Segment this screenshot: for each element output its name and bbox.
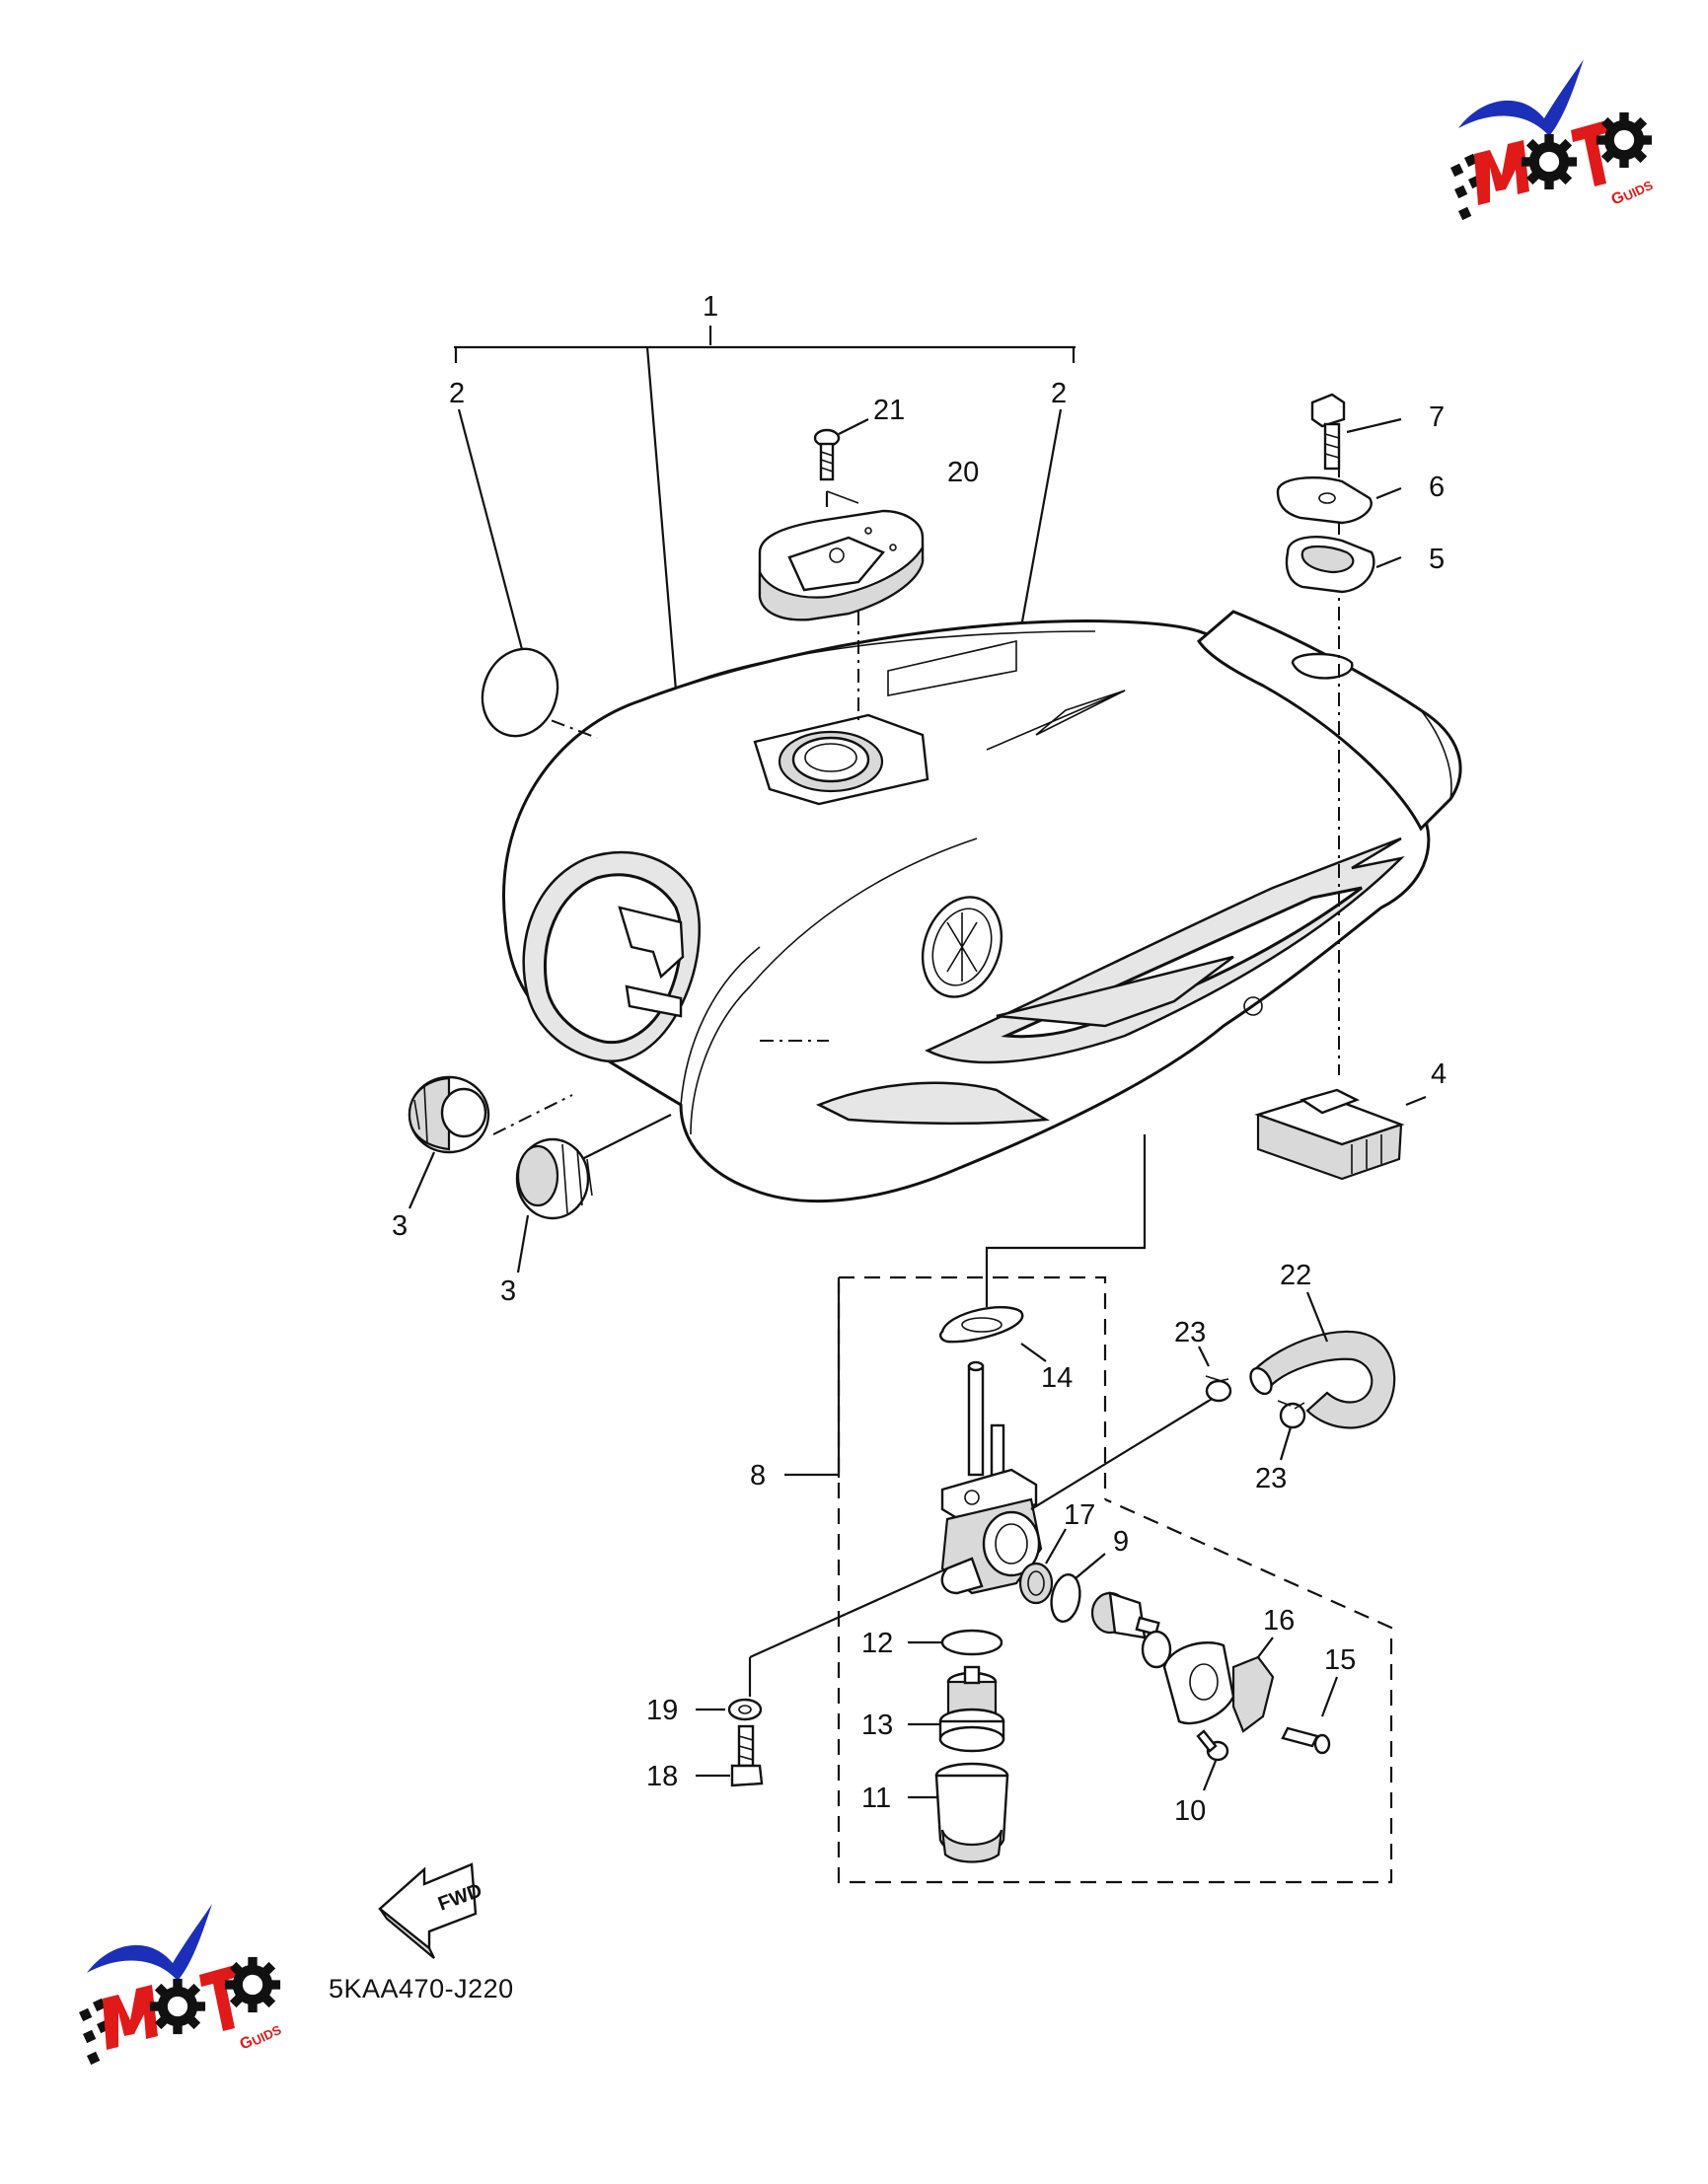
callout-16: 16 <box>1263 1605 1295 1637</box>
part-4-damper <box>1254 1088 1427 1181</box>
callout-20: 20 <box>947 457 979 488</box>
part-15-screw <box>1281 1676 1339 1755</box>
fuel-cock-box <box>784 1275 1393 1884</box>
callout-19: 19 <box>646 1695 678 1726</box>
part-11-bowl <box>908 1762 1009 1863</box>
part-17-seal <box>1018 1528 1067 1605</box>
callout-15: 15 <box>1324 1644 1356 1676</box>
callout-1: 1 <box>703 291 718 323</box>
part-3-nut-b <box>515 1137 593 1220</box>
moto-guids-logo-top <box>1450 59 1656 220</box>
part-9-o-ring <box>1050 1553 1106 1623</box>
callout-22: 22 <box>1280 1260 1311 1291</box>
part-12-o-ring <box>908 1629 1003 1656</box>
moto-guids-logo-bottom <box>79 1904 284 2065</box>
part-23-clamp-a <box>1198 1346 1232 1403</box>
callout-23-top: 23 <box>1174 1317 1206 1348</box>
tank-emblem <box>921 896 1003 998</box>
callout-10: 10 <box>1174 1795 1206 1827</box>
part-7-bolt <box>1310 393 1402 471</box>
callout-21: 21 <box>873 395 905 426</box>
callout-17: 17 <box>1064 1499 1095 1531</box>
part-3-nut-a <box>408 1075 490 1154</box>
part-13-filter <box>908 1665 1005 1753</box>
callout-9: 9 <box>1113 1526 1129 1558</box>
valve-shaft <box>1090 1591 1172 1669</box>
part-19-washer <box>696 1698 763 1721</box>
callout-7: 7 <box>1429 401 1445 433</box>
callout-8: 8 <box>750 1460 766 1492</box>
part-2-emblem-disc <box>481 647 559 738</box>
fwd-arrow-icon: FWD <box>378 1862 485 1959</box>
callout-18: 18 <box>646 1761 678 1792</box>
callout-23-bottom: 23 <box>1255 1463 1287 1494</box>
part-16-lever <box>1162 1637 1275 1733</box>
part-6-plate <box>1276 475 1402 525</box>
callout-14: 14 <box>1041 1362 1073 1394</box>
callout-4: 4 <box>1431 1058 1447 1090</box>
callout-2-right: 2 <box>1051 378 1067 409</box>
part-8-fuel-cock <box>940 1360 1043 1595</box>
callout-11: 11 <box>861 1783 891 1814</box>
part-10-screw <box>1196 1729 1229 1791</box>
callout-12: 12 <box>861 1628 893 1659</box>
callout-13: 13 <box>861 1710 893 1741</box>
callout-3-right: 3 <box>500 1275 516 1307</box>
part-5-grommet <box>1285 536 1402 594</box>
callout-5: 5 <box>1429 544 1445 575</box>
callout-2-left: 2 <box>449 378 465 409</box>
diagram-code: 5KAA470-J220 <box>329 1974 514 2003</box>
callout-3-left: 3 <box>392 1210 408 1242</box>
part-18-bolt <box>696 1724 764 1787</box>
part-21-screw <box>813 418 869 481</box>
filler-neck <box>753 639 1017 806</box>
fuel-tank <box>502 610 1462 1203</box>
part-22-hose <box>1249 1291 1396 1429</box>
part-23-clamp-b <box>1277 1400 1306 1461</box>
callout-6: 6 <box>1429 472 1445 503</box>
part-20-filler-cap <box>758 509 925 621</box>
part-14-gasket <box>938 1306 1047 1362</box>
